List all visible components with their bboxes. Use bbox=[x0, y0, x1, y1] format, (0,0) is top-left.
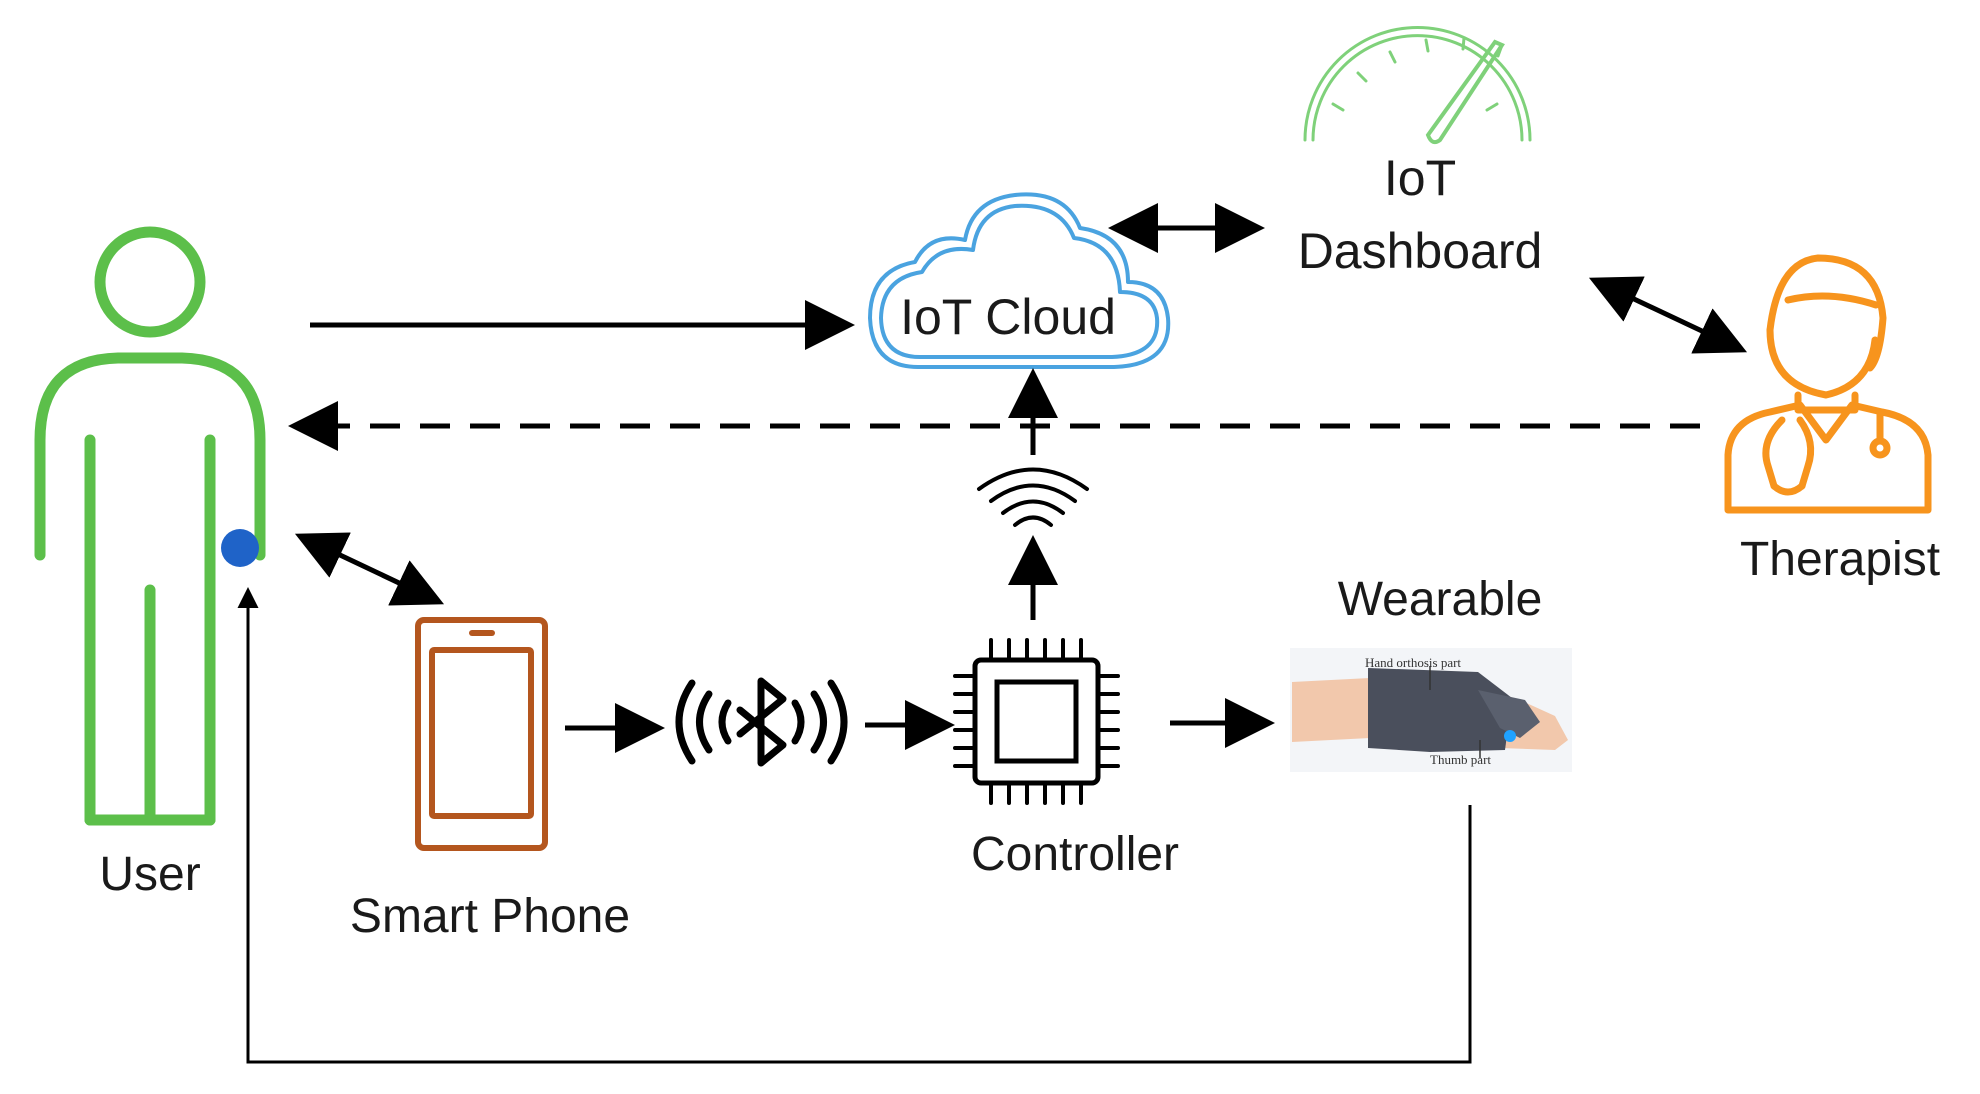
arrow-dashboard-therapist bbox=[1588, 276, 1748, 354]
microchip-icon bbox=[953, 638, 1120, 805]
wearable-part-bottom-label: Thumb part bbox=[1430, 752, 1491, 767]
arrow-wearable-feedback-to-user bbox=[237, 587, 1472, 1064]
doctor-icon bbox=[1724, 254, 1932, 514]
cloud-icon bbox=[868, 192, 1171, 369]
bluetooth-signal-icon bbox=[675, 677, 848, 767]
therapist-label: Therapist bbox=[1740, 533, 1940, 586]
wifi-signal-icon bbox=[977, 467, 1089, 527]
iot-dashboard-label-line1: IoT bbox=[1384, 150, 1456, 206]
wearable-part-top-label: Hand orthosis part bbox=[1365, 655, 1461, 670]
smartphone-icon bbox=[415, 617, 548, 851]
arrow-user-phone bbox=[294, 532, 445, 606]
gauge-icon bbox=[1303, 26, 1532, 145]
iot-dashboard-label-line2: Dashboard bbox=[1298, 223, 1543, 279]
sensor-dot-icon bbox=[221, 529, 259, 567]
user-icon bbox=[34, 226, 266, 826]
hand-orthosis-image: Hand orthosis part Thumb part bbox=[1290, 648, 1572, 772]
smart-phone-label: Smart Phone bbox=[350, 890, 630, 943]
iot-cloud-label: IoT Cloud bbox=[900, 289, 1116, 345]
wearable-label: Wearable bbox=[1338, 573, 1543, 626]
user-label: User bbox=[99, 848, 200, 901]
controller-label: Controller bbox=[971, 828, 1179, 881]
